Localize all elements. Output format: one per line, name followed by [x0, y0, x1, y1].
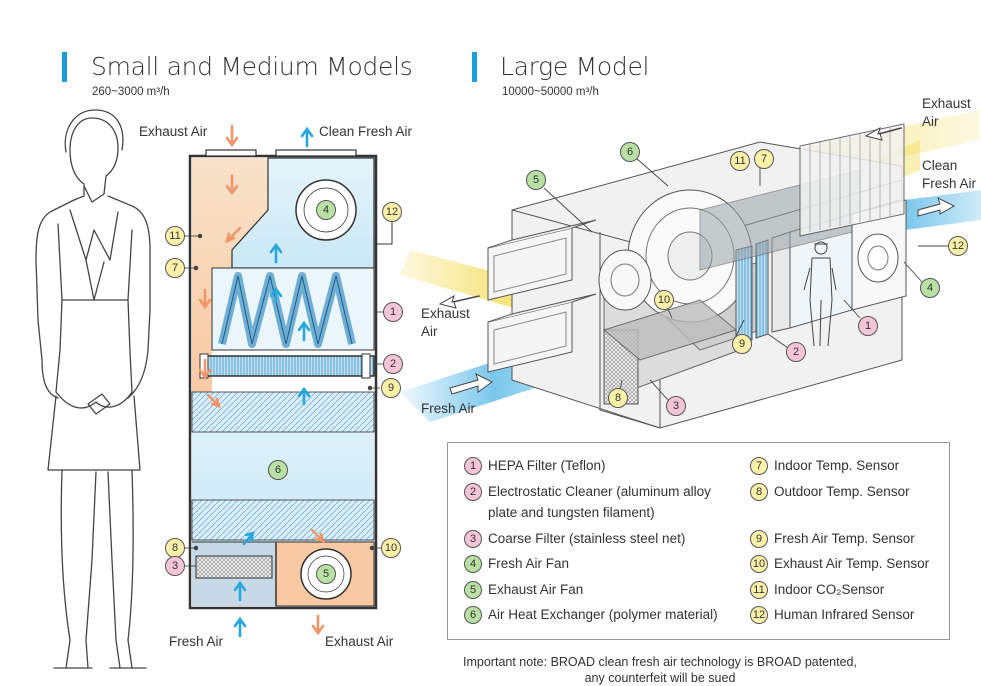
title-small-medium: Small and Medium Models	[91, 52, 413, 81]
large-unit-leaders	[543, 157, 948, 401]
marker-11-small: 11	[165, 226, 185, 246]
small-unit	[188, 149, 393, 610]
label-exhaust-air-top-right-text: Exhaust Air	[922, 96, 971, 129]
legend-text-8: Outdoor Temp. Sensor	[774, 484, 910, 499]
legend-text-2-line2: plate and tungsten filament)	[488, 505, 655, 520]
label-exhaust-air-top: Exhaust Air	[139, 124, 208, 139]
legend-text-9: Fresh Air Temp. Sensor	[774, 531, 915, 546]
important-note: Important note: BROAD clean fresh air te…	[440, 654, 880, 686]
marker-3-large: 3	[666, 396, 686, 416]
legend-bubble-11: 11	[750, 581, 768, 599]
legend-text-1: HEPA Filter (Teflon)	[488, 458, 606, 473]
worker-figure	[803, 241, 837, 347]
legend-bubble-9: 9	[750, 530, 768, 548]
marker-9-small: 9	[381, 378, 401, 398]
label-clean-fresh-air-right-text: Clean Fresh Air	[922, 158, 977, 191]
marker-10-small: 10	[381, 538, 401, 558]
legend-text-10: Exhaust Air Temp. Sensor	[774, 556, 930, 571]
label-clean-fresh-air-right: Clean Fresh Air	[922, 157, 980, 193]
important-note-line1: Important note: BROAD clean fresh air te…	[463, 655, 857, 669]
label-exhaust-air-left-text: Exhaust Air	[421, 306, 470, 339]
marker-12-small: 12	[382, 202, 402, 222]
label-clean-fresh-air: Clean Fresh Air	[319, 124, 413, 139]
legend-bubble-10: 10	[750, 555, 768, 573]
label-exhaust-air-top-right: Exhaust Air	[922, 95, 978, 131]
marker-5-large: 5	[526, 170, 546, 190]
marker-6-large: 6	[620, 142, 640, 162]
legend-text-6: Air Heat Exchanger (polymer material)	[488, 607, 718, 622]
label-fresh-air-left: Fresh Air	[421, 401, 476, 416]
small-unit-leaders	[184, 233, 384, 567]
legend-bubble-5: 5	[464, 581, 482, 599]
legend-text-5: Exhaust Air Fan	[488, 582, 584, 597]
legend-bubble-7: 7	[750, 457, 768, 475]
marker-6-small: 6	[268, 460, 288, 480]
airflow-range-large: 10000~50000 m³/h	[502, 86, 599, 98]
component-legend: 1 HEPA Filter (Teflon) 2 Electrostatic C…	[447, 442, 950, 640]
legend-text-4: Fresh Air Fan	[488, 556, 570, 571]
title-large-model: Large Model	[500, 52, 650, 81]
marker-4-large: 4	[920, 278, 940, 298]
legend-text-12: Human Infrared Sensor	[774, 607, 915, 622]
marker-12-large: 12	[948, 236, 968, 256]
legend-text-3: Coarse Filter (stainless steel net)	[488, 531, 686, 546]
legend-bubble-8: 8	[750, 483, 768, 501]
label-exhaust-air-bottom: Exhaust Air	[325, 634, 394, 649]
legend-text-2: Electrostatic Cleaner (aluminum alloy	[488, 484, 711, 499]
airflow-range-small: 260~3000 m³/h	[92, 86, 170, 98]
marker-11-large: 11	[730, 151, 750, 171]
legend-bubble-1: 1	[464, 457, 482, 475]
marker-8-large: 8	[608, 388, 628, 408]
marker-4-small: 4	[316, 200, 336, 220]
marker-2-small: 2	[383, 354, 403, 374]
legend-bubble-3: 3	[464, 530, 482, 548]
marker-1-large: 1	[858, 316, 878, 336]
important-note-line2: any counterfeit will be sued	[584, 671, 736, 685]
marker-1-small: 1	[383, 302, 403, 322]
person-silhouette	[35, 109, 151, 669]
legend-bubble-4: 4	[464, 555, 482, 573]
label-fresh-air-bottom: Fresh Air	[169, 634, 224, 649]
marker-7-large: 7	[754, 149, 774, 169]
marker-3-small: 3	[165, 556, 185, 576]
marker-5-small: 5	[316, 564, 336, 584]
legend-bubble-6: 6	[464, 606, 482, 624]
legend-text-7: Indoor Temp. Sensor	[774, 458, 900, 473]
title-accent-bar-left	[62, 52, 67, 82]
large-unit-arrows	[438, 126, 956, 395]
legend-text-11: Indoor CO₂Sensor	[774, 582, 885, 597]
legend-bubble-12: 12	[750, 606, 768, 624]
title-accent-bar-right	[472, 52, 477, 82]
marker-10-large: 10	[654, 290, 674, 310]
marker-9-large: 9	[732, 334, 752, 354]
small-unit-arrows	[198, 124, 325, 638]
marker-2-large: 2	[786, 342, 806, 362]
marker-7-small: 7	[165, 258, 185, 278]
legend-bubble-2: 2	[464, 483, 482, 501]
label-exhaust-air-left: Exhaust Air	[421, 305, 481, 341]
marker-8-small: 8	[165, 538, 185, 558]
